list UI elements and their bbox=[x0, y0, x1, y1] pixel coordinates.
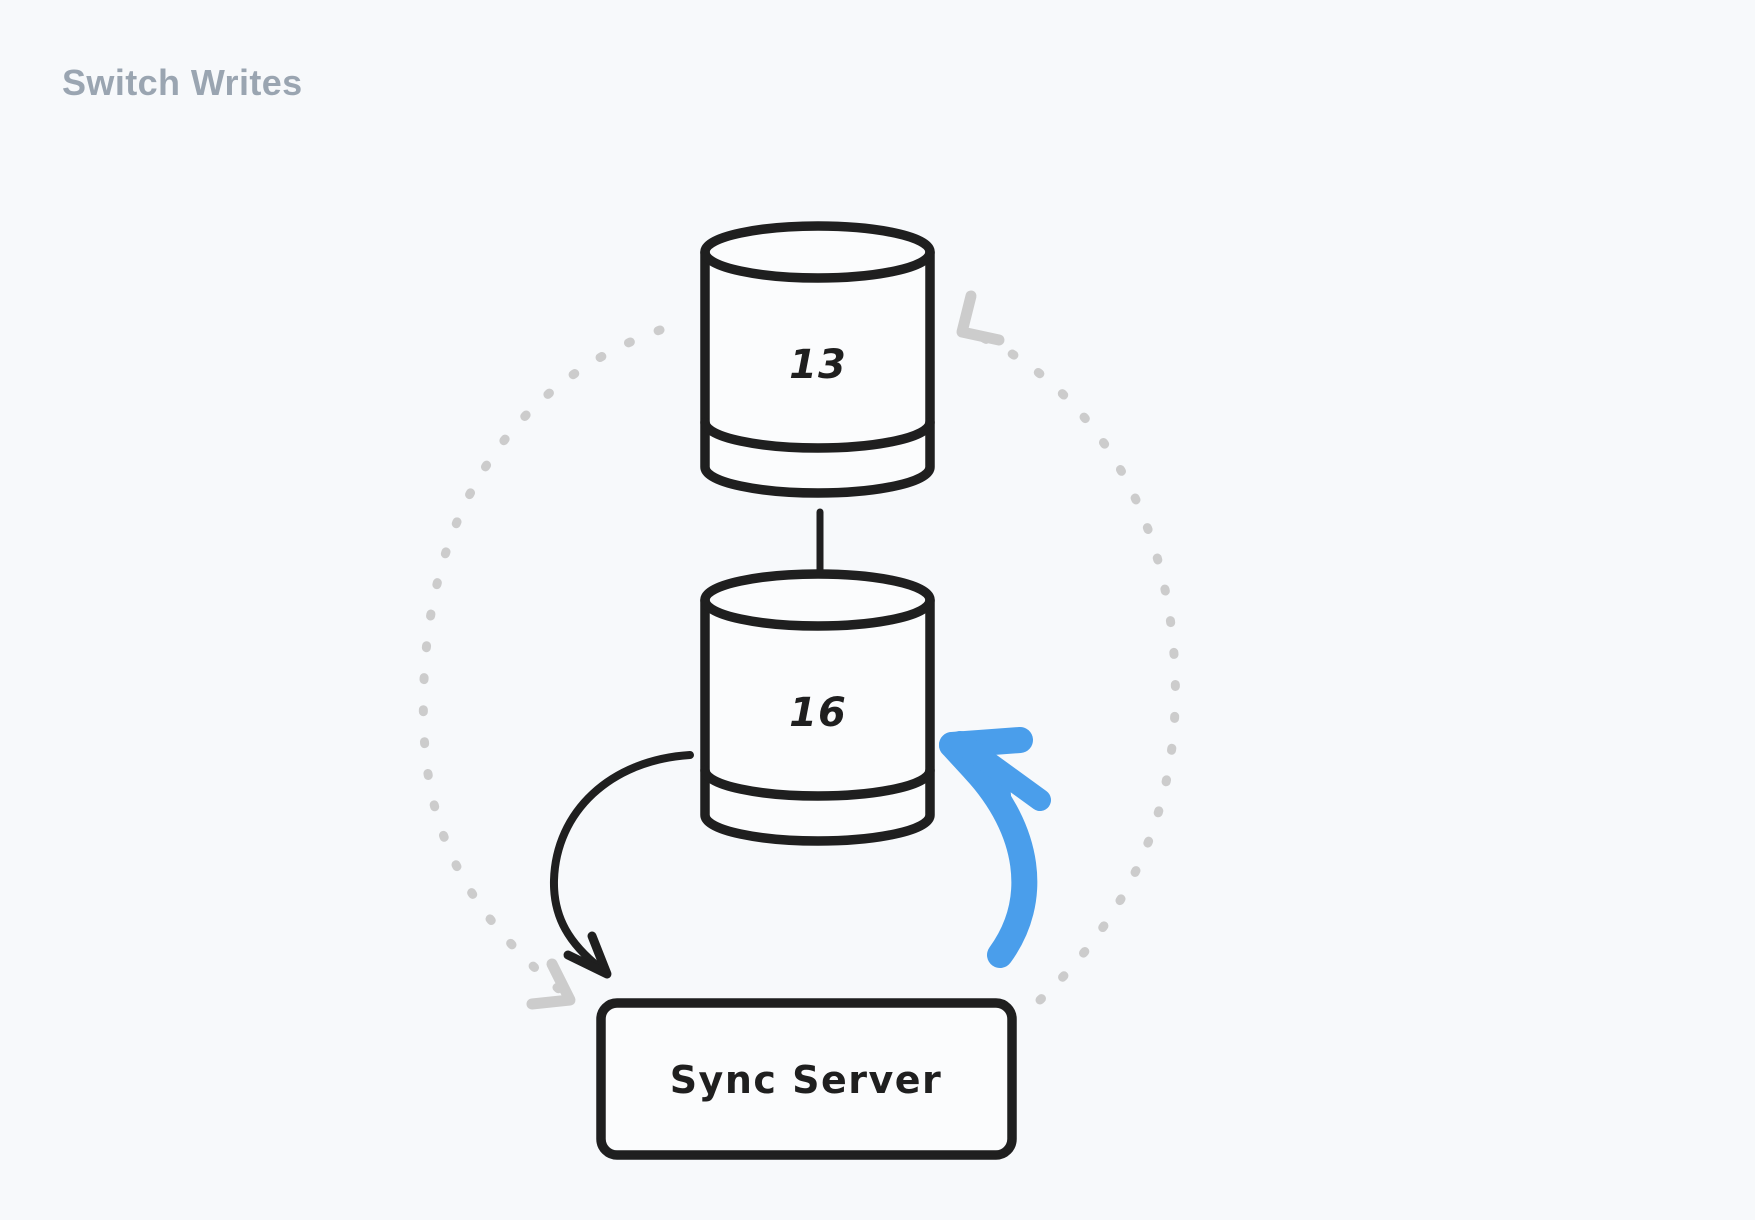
curved-arrowhead-16-sync bbox=[563, 931, 612, 979]
dashed-arrowhead-left bbox=[526, 958, 576, 1010]
cylinder-13-bottom-ellipse bbox=[700, 417, 935, 453]
sync-server-rect bbox=[596, 998, 1017, 1160]
cylinder-16-top-ellipse bbox=[700, 595, 935, 631]
dashed-path-right bbox=[965, 327, 1180, 1005]
database-cylinder-13[interactable]: 13 bbox=[700, 221, 935, 498]
cylinder-16-body bbox=[700, 569, 935, 846]
blue-arrow-sync-server-to-db16 bbox=[939, 727, 1051, 968]
dashed-path-left bbox=[418, 325, 665, 995]
cylinder-13-body bbox=[700, 221, 935, 498]
cylinder-13-label: 13 bbox=[789, 342, 847, 388]
database-cylinder-16[interactable]: 16 bbox=[700, 569, 935, 846]
curved-arrow-db16-to-sync-server bbox=[549, 751, 694, 979]
blue-arrowhead-join bbox=[949, 731, 1051, 811]
dashed-arrow-sync-server-to-db13 bbox=[956, 290, 1180, 1005]
sync-server-box[interactable]: Sync Server bbox=[596, 998, 1017, 1160]
dashed-arrowhead-right bbox=[956, 290, 1005, 346]
cylinder-13-top-ellipse bbox=[700, 247, 935, 283]
cylinder-16-label: 16 bbox=[789, 690, 847, 736]
cylinder-16-bottom-ellipse bbox=[700, 765, 935, 801]
page-title: Switch Writes bbox=[62, 62, 303, 103]
dashed-arrow-db13-to-sync-server bbox=[418, 325, 665, 1010]
curved-shaft-16-sync bbox=[549, 751, 694, 972]
sync-server-label: Sync Server bbox=[670, 1058, 943, 1102]
